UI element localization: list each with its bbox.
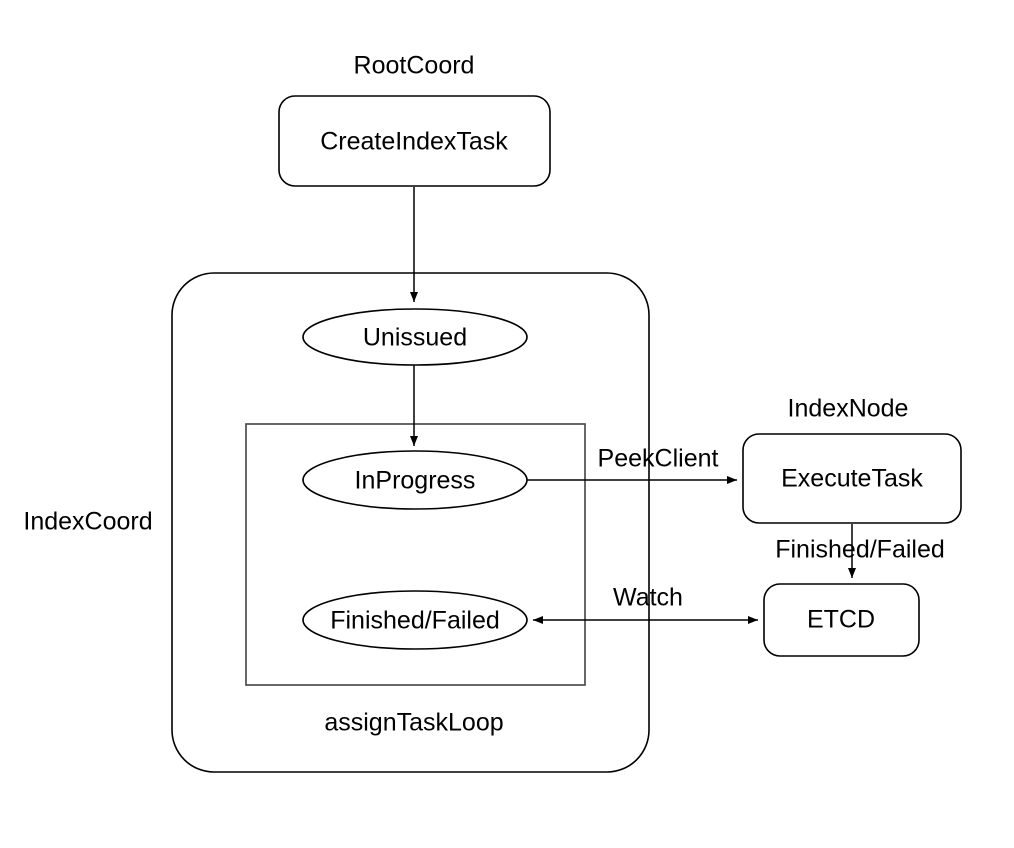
node-create-index-task[interactable]: [278, 95, 551, 187]
node-unissued[interactable]: [302, 308, 528, 366]
group-label-assign-task-loop: assignTaskLoop: [324, 709, 503, 737]
group-label-index-node: IndexNode: [788, 395, 909, 423]
node-finished-failed-state[interactable]: [302, 590, 528, 650]
node-unissued-label: Unissued: [363, 324, 467, 352]
node-in-progress[interactable]: [302, 450, 528, 510]
node-create-index-task-label: CreateIndexTask: [320, 128, 508, 156]
node-finished-failed-state-label: Finished/Failed: [330, 607, 500, 635]
node-execute-task[interactable]: [742, 433, 962, 524]
edge-label-watch: Watch: [613, 584, 683, 612]
index-coord-container: [171, 272, 650, 773]
edge-label-peek-client: PeekClient: [598, 445, 719, 473]
node-execute-task-label: ExecuteTask: [781, 465, 923, 493]
node-etcd[interactable]: [763, 583, 920, 657]
edge-label-finished-failed: Finished/Failed: [775, 536, 945, 564]
group-label-root-coord: RootCoord: [354, 52, 475, 80]
assign-task-loop-container: [245, 423, 586, 686]
group-label-index-coord: IndexCoord: [23, 508, 152, 536]
node-in-progress-label: InProgress: [355, 467, 476, 495]
node-etcd-label: ETCD: [807, 606, 875, 634]
